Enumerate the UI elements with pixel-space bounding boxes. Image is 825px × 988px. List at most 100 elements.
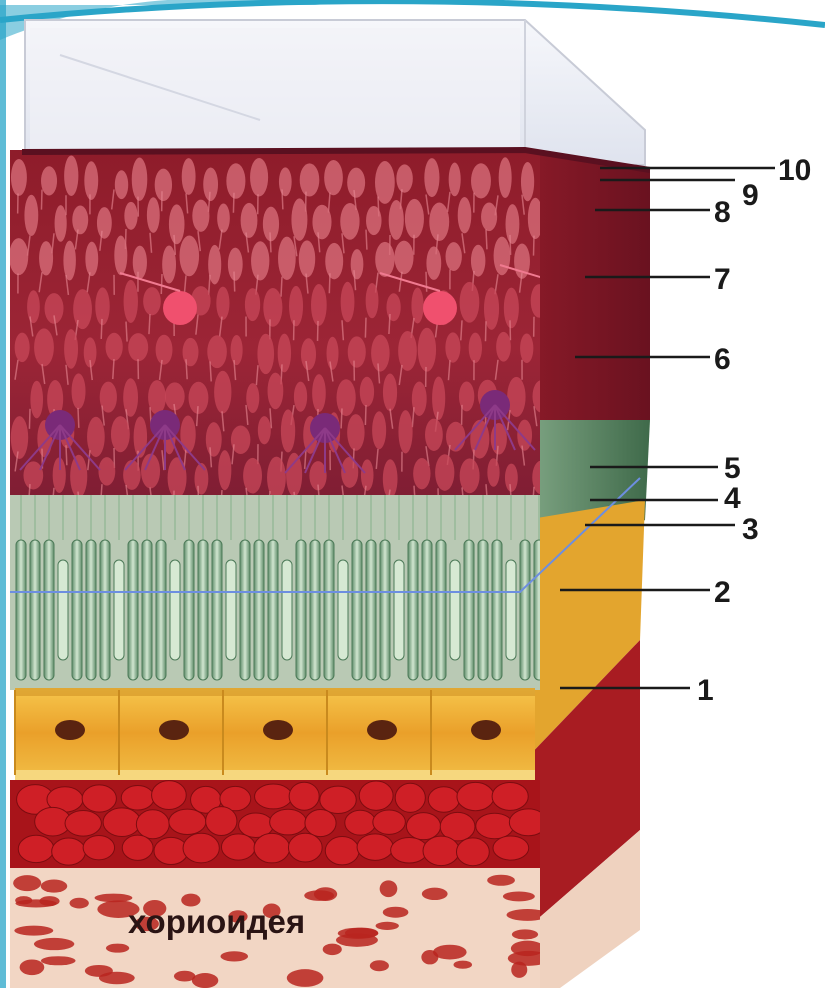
rod: [268, 540, 278, 680]
choroid-vessel: [41, 880, 67, 893]
red-blood-cell: [325, 837, 359, 865]
red-blood-cell: [493, 836, 529, 860]
nerve-cell: [70, 455, 87, 498]
choroid-vessel: [380, 880, 398, 897]
red-blood-cell: [103, 808, 140, 837]
nerve-fiber: [426, 272, 427, 292]
red-blood-cell: [122, 835, 153, 860]
nerve-cell: [351, 249, 364, 279]
label-6: 6: [714, 343, 731, 376]
nerve-cell: [39, 241, 53, 275]
nerve-cell: [396, 164, 412, 192]
nerve-cell: [226, 163, 245, 199]
red-blood-cell: [428, 787, 459, 812]
nerve-cell: [84, 161, 98, 200]
nerve-cell: [64, 329, 78, 369]
rod: [464, 540, 474, 680]
nerve-cell: [27, 290, 40, 323]
nerve-cell: [241, 203, 258, 238]
nerve-cell: [371, 335, 390, 372]
red-blood-cell: [83, 836, 114, 860]
choroid-vessel: [503, 891, 535, 901]
rod: [366, 540, 376, 680]
nerve-cell: [11, 159, 27, 196]
choroid-vessel: [376, 922, 399, 930]
rod: [380, 540, 390, 680]
nerve-cell: [375, 242, 394, 277]
nerve-cell: [505, 464, 518, 492]
rod: [352, 540, 362, 680]
nerve-cell: [258, 416, 271, 444]
nerve-cell: [85, 242, 98, 276]
nerve-fiber: [234, 272, 235, 292]
nerve-cell: [63, 241, 75, 281]
choroid-vessel: [487, 875, 515, 886]
nerve-cell: [194, 463, 208, 495]
choroid-vessel: [287, 969, 324, 987]
cone: [506, 560, 516, 660]
nerve-fiber: [233, 193, 234, 213]
nerve-cell: [340, 203, 359, 240]
nerve-cell: [217, 203, 230, 232]
red-blood-cell: [183, 833, 219, 863]
nerve-cell: [182, 158, 196, 195]
nerve-cell: [132, 158, 148, 201]
nerve-cell: [413, 458, 430, 489]
choroid-vessel: [323, 944, 342, 955]
nerve-cell: [324, 160, 343, 195]
nerve-cell: [97, 207, 112, 239]
rod: [492, 540, 502, 680]
nerve-cell: [366, 206, 382, 235]
rod: [324, 540, 334, 680]
nerve-cell: [251, 241, 269, 280]
nerve-cell: [294, 382, 307, 412]
nerve-cell: [281, 409, 295, 452]
cone: [282, 560, 292, 660]
rod: [86, 540, 96, 680]
rod: [16, 540, 26, 680]
choroid-vessel: [454, 961, 473, 969]
red-blood-cell: [255, 784, 293, 809]
nerve-cell: [405, 199, 424, 239]
red-blood-cell: [52, 838, 86, 865]
nerve-cell: [34, 328, 54, 366]
nerve-cell: [445, 332, 460, 362]
red-blood-cell: [289, 782, 319, 810]
nerve-cell: [398, 410, 412, 453]
red-blood-cell: [373, 810, 406, 834]
red-blood-cell: [395, 783, 425, 812]
choroid-vessel: [99, 972, 135, 984]
pigment-cell-nucleus: [471, 720, 501, 740]
nerve-cell: [64, 156, 78, 197]
nerve-cell: [460, 282, 480, 323]
nerve-cell: [360, 377, 374, 407]
nerve-fiber: [486, 229, 487, 249]
red-blood-cell: [406, 813, 440, 840]
red-blood-cell: [65, 810, 101, 836]
rod: [296, 540, 306, 680]
nerve-fiber: [281, 277, 282, 297]
rod: [212, 540, 222, 680]
choroid-vessel: [106, 944, 129, 953]
nerve-cell: [327, 337, 339, 370]
pigment-cell-nucleus: [159, 720, 189, 740]
nerve-cell: [312, 374, 326, 412]
nerve-cell: [114, 235, 127, 275]
rod: [72, 540, 82, 680]
nerve-cell: [347, 414, 364, 451]
nerve-cell: [458, 197, 472, 233]
nerve-cell: [9, 238, 28, 275]
rod: [436, 540, 446, 680]
nerve-cell: [98, 457, 115, 485]
nerve-cell: [300, 163, 320, 196]
nerve-cell: [325, 243, 343, 279]
red-blood-cell: [357, 834, 393, 860]
nerve-cell: [263, 207, 279, 242]
nerve-cell: [389, 200, 404, 240]
nerve-cell: [216, 287, 229, 320]
rod: [142, 540, 152, 680]
red-blood-cell: [152, 781, 187, 810]
nerve-fiber: [149, 314, 150, 334]
nerve-cell: [73, 289, 92, 329]
